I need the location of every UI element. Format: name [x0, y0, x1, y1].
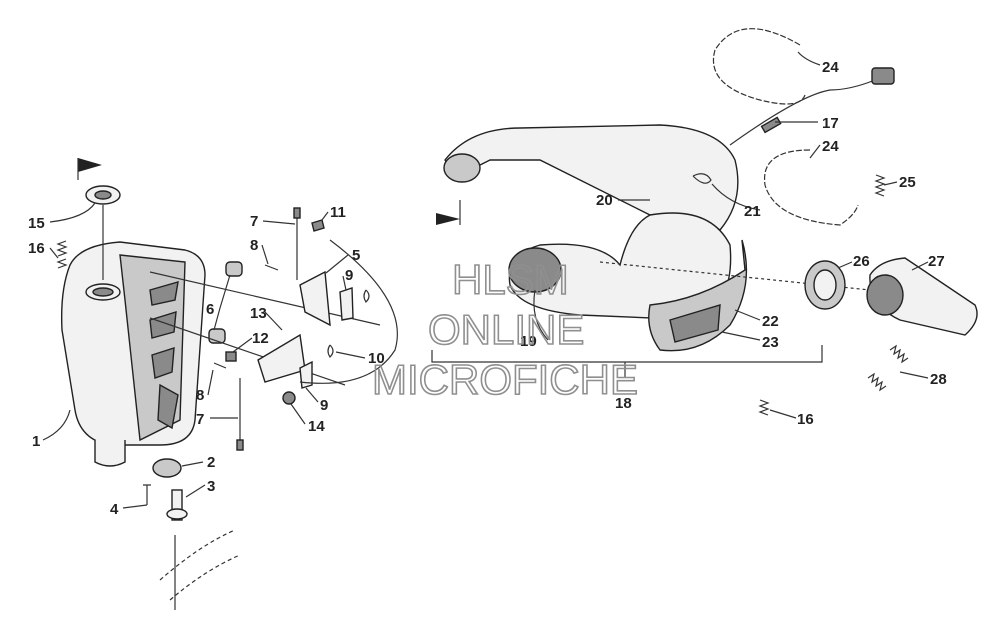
callout-9-upper: 9 — [345, 267, 353, 284]
nut-12 — [225, 351, 237, 362]
sensor-plug — [871, 67, 895, 85]
heat-shield-inner — [669, 304, 721, 343]
watermark-line-1: HLSM — [452, 256, 569, 303]
clip-upper — [339, 287, 354, 321]
sensor-probe — [760, 116, 782, 134]
callout-5: 5 — [352, 247, 360, 264]
chamber-inlet — [443, 153, 481, 183]
clip-lower — [299, 360, 313, 389]
watermark-line-2: ONLINE — [428, 306, 584, 353]
callout-14: 14 — [308, 418, 325, 435]
spring-16-right — [758, 399, 770, 416]
callout-17: 17 — [822, 115, 839, 132]
coupler-ring-hole — [813, 269, 837, 301]
watermark-line-3: MICROFICHE — [372, 356, 638, 403]
muffler-inlet-hole — [92, 287, 114, 297]
callout-2: 2 — [207, 454, 215, 471]
callout-1: 1 — [32, 433, 40, 450]
callout-4: 4 — [110, 501, 119, 518]
callout-12: 12 — [252, 330, 269, 347]
hairpin-lower — [327, 344, 334, 358]
callout-7-upper: 7 — [250, 213, 258, 230]
spring-28-a — [889, 344, 909, 364]
callout-16-left: 16 — [28, 240, 45, 257]
callout-8-lower: 8 — [196, 387, 204, 404]
assembly-loop — [299, 239, 398, 384]
strap-upper — [713, 28, 806, 105]
muffler-bracket — [157, 383, 179, 430]
mount-washer — [166, 508, 188, 520]
callout-7-lower: 7 — [196, 411, 204, 428]
callout-24-upper: 24 — [822, 59, 839, 76]
callout-21: 21 — [744, 203, 761, 220]
sensor-mark — [692, 173, 712, 184]
muffler-outlet-pipe — [94, 440, 126, 467]
muffler-fin-1 — [149, 281, 179, 306]
callout-11: 11 — [330, 204, 346, 221]
muffler-fin-2 — [149, 311, 177, 339]
callout-8-upper: 8 — [250, 237, 258, 254]
callout-16-right: 16 — [797, 411, 814, 428]
chamber-upper-pipe — [444, 124, 739, 231]
callout-10: 10 — [368, 350, 385, 367]
callout-19: 19 — [520, 333, 537, 350]
callout-25: 25 — [899, 174, 916, 191]
callout-13: 13 — [250, 305, 267, 322]
leader-lines — [42, 51, 929, 509]
callout-28: 28 — [930, 371, 947, 388]
hairpin-upper — [363, 289, 370, 303]
washer-upper — [264, 264, 279, 271]
strap-lower — [763, 149, 859, 226]
callout-22: 22 — [762, 313, 779, 330]
callout-26: 26 — [853, 253, 870, 270]
bolt-upper — [311, 219, 325, 232]
direction-flag-right — [436, 213, 460, 225]
callout-3: 3 — [207, 478, 215, 495]
direction-flag-left — [78, 158, 102, 172]
muffler-fin-3 — [151, 347, 175, 379]
callout-20: 20 — [596, 192, 613, 209]
nut-14 — [282, 391, 296, 405]
callout-23: 23 — [762, 334, 779, 351]
muffler-assembly — [56, 158, 398, 610]
callout-18: 18 — [615, 395, 632, 412]
cotter-pin — [143, 484, 151, 505]
rubber-mount — [152, 458, 182, 478]
frame-rail — [159, 529, 241, 601]
expansion-chamber-assembly — [431, 28, 978, 416]
watermark: HLSM ONLINE MICROFICHE — [371, 255, 639, 404]
spring-hook-upper-coil — [293, 207, 301, 219]
callout-9-lower: 9 — [320, 397, 328, 414]
callout-24-lower: 24 — [822, 138, 839, 155]
mount-bracket-upper — [299, 270, 331, 327]
callout-labels: 1 2 3 4 5 6 7 7 8 8 9 9 10 11 12 13 14 1… — [28, 59, 947, 518]
spring-hook-lower-coil — [236, 439, 244, 451]
chamber-body — [508, 212, 732, 321]
mount-stud — [171, 489, 183, 521]
callout-27: 27 — [928, 253, 945, 270]
grommet-hole — [94, 190, 112, 200]
spring-left — [56, 240, 68, 269]
damper-upper — [225, 261, 243, 277]
callout-15: 15 — [28, 215, 45, 232]
sensor-wire — [729, 79, 876, 146]
spring-25 — [874, 174, 886, 197]
washer-lower — [213, 362, 227, 369]
chamber-bracket — [431, 345, 823, 378]
callout-6: 6 — [206, 301, 214, 318]
outlet-flange-bore — [866, 274, 904, 316]
spring-28-b — [867, 372, 887, 392]
